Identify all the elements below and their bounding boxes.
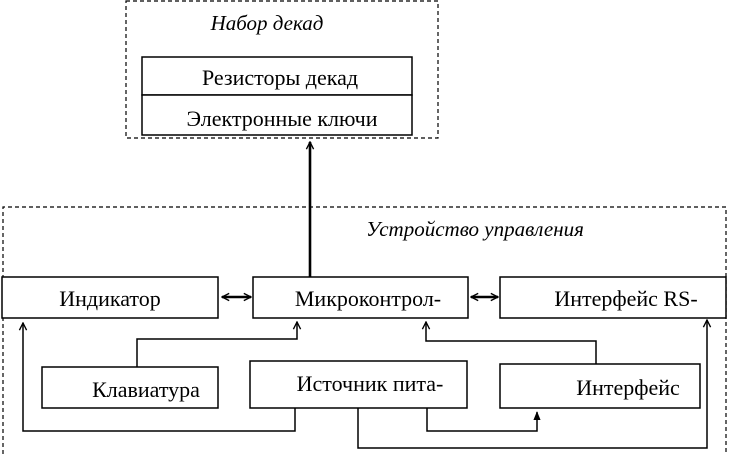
power-to-indicator-arrow xyxy=(23,323,296,432)
power-source-block xyxy=(249,360,468,409)
control-unit-title: Устройство управления xyxy=(366,217,584,241)
decade-set-group: Набор декад Резисторы декад Электронные … xyxy=(125,0,439,139)
microcontroller-block xyxy=(252,276,469,319)
connections xyxy=(23,142,707,449)
decade-set-title: Набор декад xyxy=(210,11,324,35)
power-to-interface-arrow xyxy=(426,408,541,432)
interface-label: Интерфейс xyxy=(576,375,680,400)
interface-block xyxy=(499,363,701,409)
control-unit-frame xyxy=(2,206,727,454)
interface-to-mcu-arrow xyxy=(426,322,597,364)
power-source-label: Источник пита- xyxy=(297,371,444,396)
rs-interface-block xyxy=(499,276,727,319)
decade-resistors-label: Резисторы декад xyxy=(202,65,358,90)
keyboard-label: Клавиатура xyxy=(92,377,200,402)
rs-interface-label: Интерфейс RS- xyxy=(554,286,697,311)
power-to-rs-interface-arrow xyxy=(357,320,707,449)
keyboard-block xyxy=(41,366,219,409)
indicator-label: Индикатор xyxy=(59,286,161,311)
keyboard-to-mcu-arrow xyxy=(136,322,297,367)
electronic-keys-block xyxy=(141,94,413,136)
decade-set-frame xyxy=(125,0,439,139)
microcontroller-label: Микроконтрол- xyxy=(295,286,441,311)
control-unit-group: Устройство управления Индикатор Микрокон… xyxy=(1,206,727,454)
electronic-keys-label: Электронные ключи xyxy=(187,106,378,131)
indicator-block xyxy=(1,276,219,319)
